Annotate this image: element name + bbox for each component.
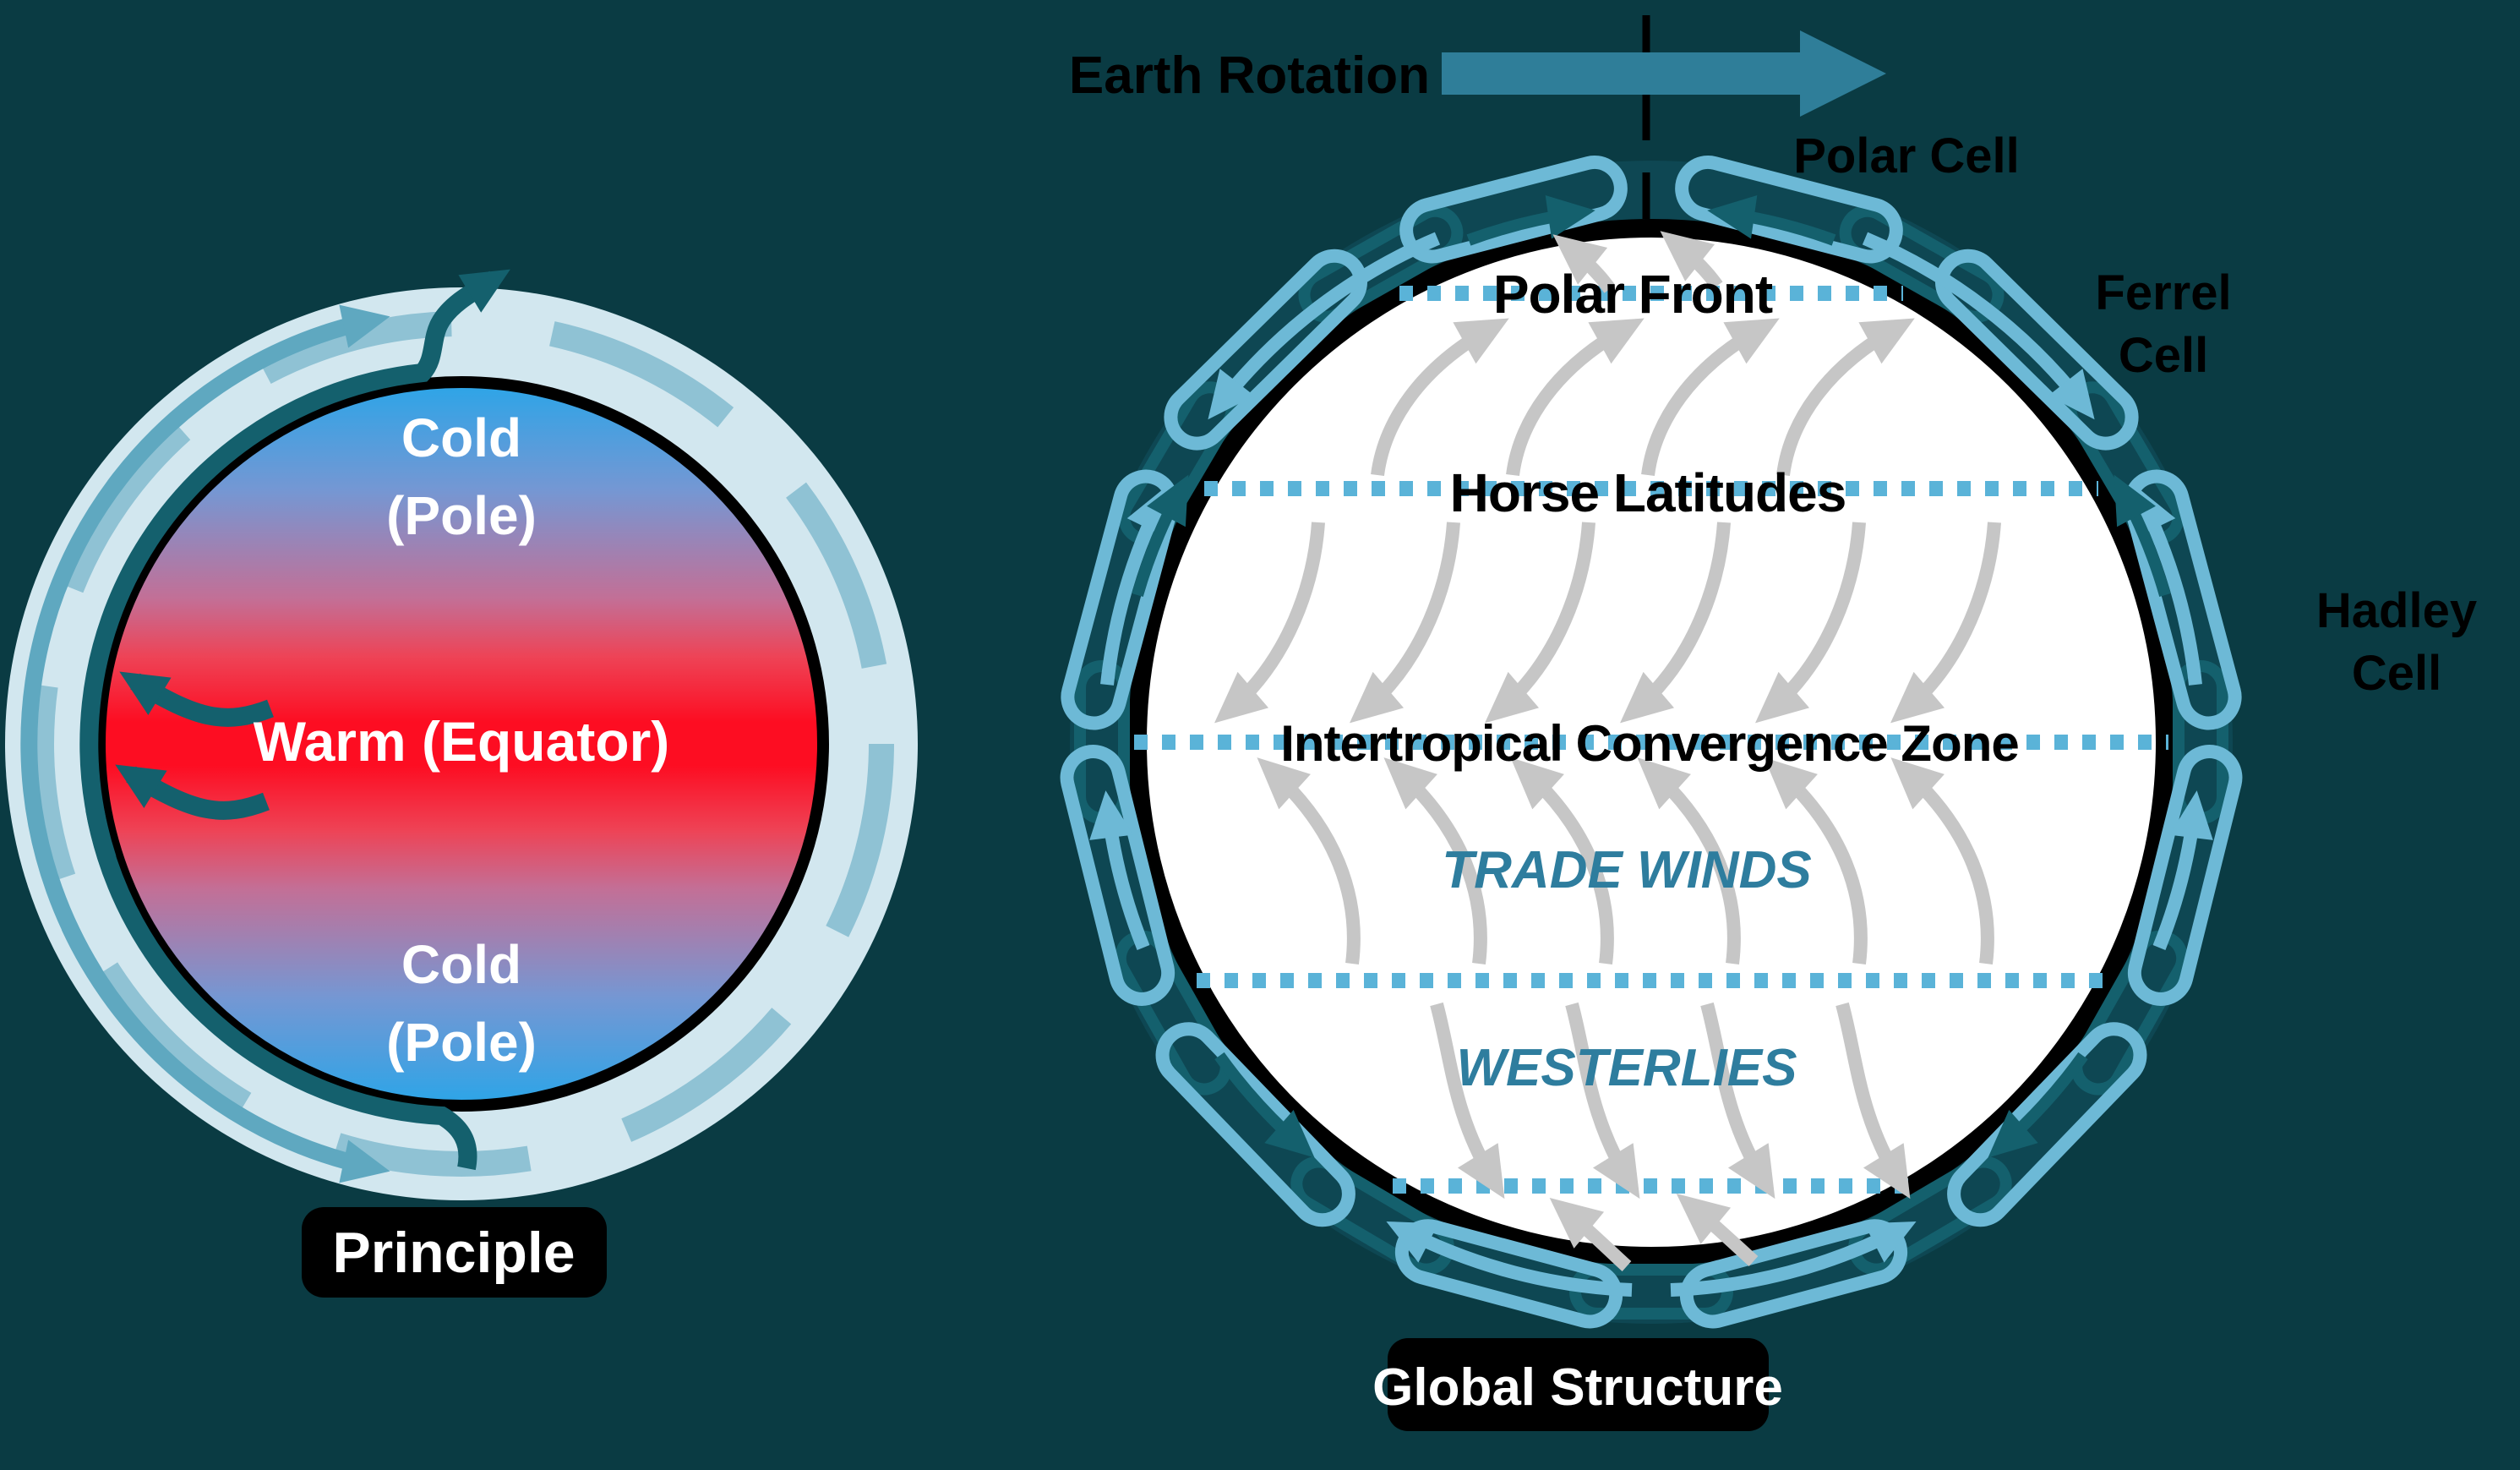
curved-wind-arrow-icons — [1214, 231, 2001, 1271]
itcz-label: Intertropical Convergence Zone — [1280, 715, 2019, 772]
latitude-dotted-lines — [1134, 286, 2168, 1194]
trade-winds-label: TRADE WINDS — [1442, 841, 1811, 899]
cold-pole-bottom-label-1: Cold — [401, 934, 521, 995]
equator-return-arrow-upper — [119, 671, 274, 727]
cell-loop-icons — [1060, 155, 2243, 1329]
horse-latitudes-label: Horse Latitudes — [1450, 462, 1846, 523]
global-structure-title: Global Structure — [1372, 1358, 1783, 1417]
ferrel-cell-label-1: Ferrel — [2095, 265, 2231, 320]
westerlies-label: WESTERLIES — [1456, 1039, 1797, 1097]
temperature-gradient-globe — [94, 376, 829, 1112]
principle-diagram: Cold (Pole) Warm (Equator) Cold (Pole) P… — [5, 269, 918, 1298]
light-convection-arrows — [20, 304, 390, 1183]
hadley-cell-label-1: Hadley — [2316, 583, 2477, 638]
cold-pole-top-label-2: (Pole) — [386, 485, 537, 546]
warm-equator-label: Warm (Equator) — [254, 710, 670, 773]
polar-front-label: Polar Front — [1493, 264, 1773, 325]
earth-rotation-arrow — [1442, 30, 1886, 117]
right-arrow-icon — [1800, 30, 1886, 117]
principle-title: Principle — [332, 1221, 575, 1285]
hadley-cell-label-2: Cell — [2352, 646, 2441, 701]
earth-rotation-label: Earth Rotation — [1069, 46, 1430, 105]
dark-convection-arrows — [79, 269, 510, 1171]
principle-title-badge: Principle — [302, 1207, 607, 1298]
cold-pole-bottom-label-2: (Pole) — [386, 1012, 537, 1073]
global-structure-title-badge: Global Structure — [1372, 1338, 1783, 1431]
cold-pole-top-label-1: Cold — [401, 407, 521, 468]
global-structure-diagram: Earth Rotation Polar Front Horse Latitud… — [1060, 15, 2477, 1431]
polar-cell-label: Polar Cell — [1793, 128, 2020, 183]
equator-return-arrow-lower — [115, 764, 270, 820]
ferrel-cell-label-2: Cell — [2119, 328, 2208, 383]
